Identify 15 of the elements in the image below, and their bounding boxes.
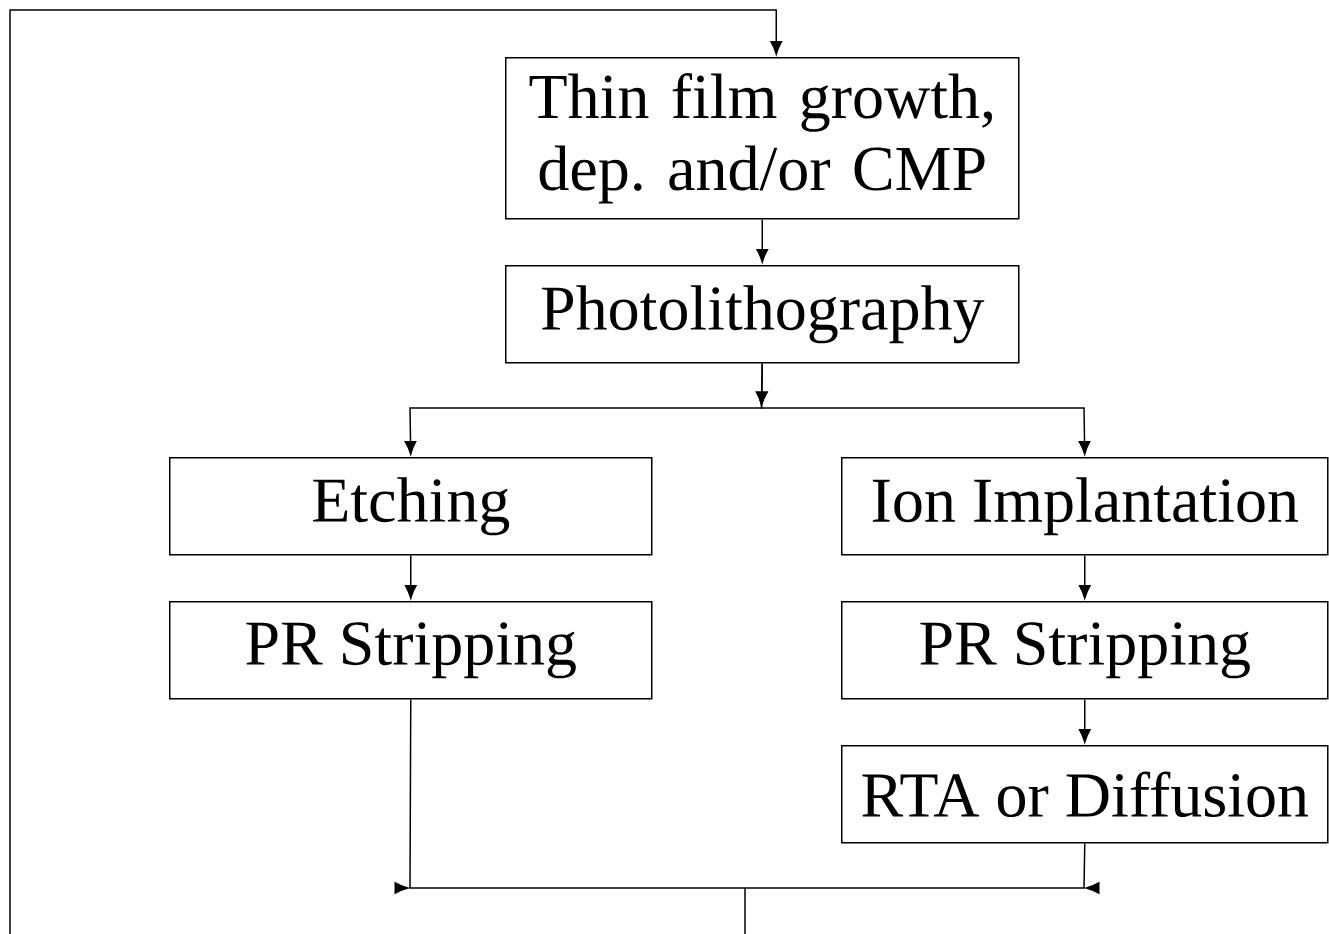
arrow: [755, 362, 1091, 455]
process-box: Thin film growth, dep. and/or CMP: [505, 57, 1020, 220]
arrow: [9, 9, 783, 934]
process-box: PR Stripping: [841, 601, 1329, 700]
arrow: [756, 218, 769, 263]
process-box: Ion Implantation: [841, 457, 1329, 556]
process-box: Etching: [169, 457, 653, 556]
arrow: [394, 698, 746, 894]
process-box: Photolithography: [505, 265, 1020, 364]
arrow: [1078, 554, 1091, 599]
arrow: [404, 554, 417, 599]
process-box: PR Stripping: [169, 601, 653, 700]
arrow: [744, 842, 1100, 894]
process-box: RTA or Diffusion: [841, 745, 1329, 844]
arrow: [1078, 698, 1091, 743]
